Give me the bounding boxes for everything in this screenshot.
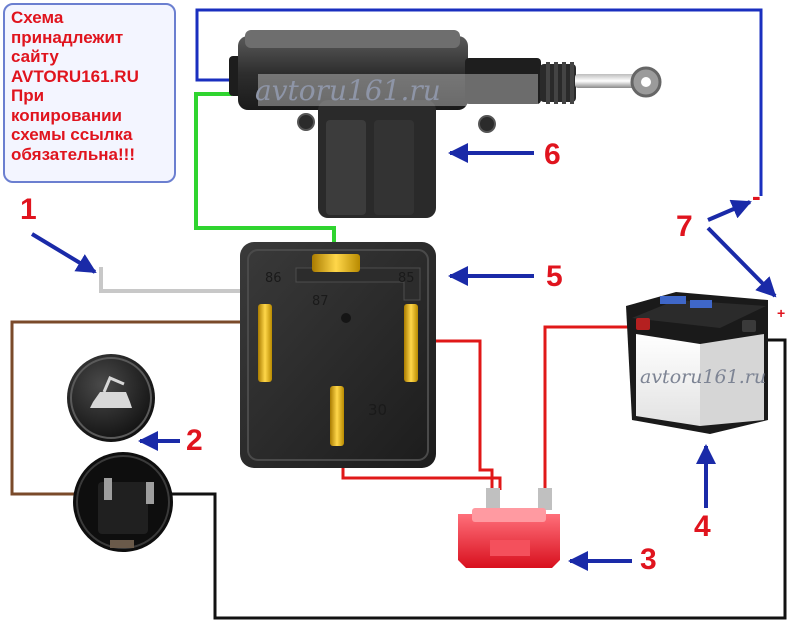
notice-line: копировании [11, 105, 123, 125]
wire-brown [10, 320, 262, 496]
relay-pin-86-label: 86 [265, 271, 282, 286]
notice-line: принадлежит [11, 27, 124, 47]
fuse [458, 488, 560, 568]
wire-black [165, 338, 787, 620]
actuator-watermark: avtoru161.ru [255, 74, 441, 107]
wire-gray [99, 267, 262, 320]
battery [626, 292, 768, 434]
callout-number-4: 4 [694, 510, 711, 543]
relay-pin-85-label: 85 [398, 271, 415, 286]
battery-minus-mark: - [752, 181, 761, 211]
door-lock-actuator [229, 30, 662, 218]
callout-arrow-7a [707, 199, 752, 222]
callout-arrow-7b [706, 226, 777, 298]
callout-number-5: 5 [546, 260, 563, 293]
trunk-open-icon [90, 376, 132, 408]
wire-red-battery [543, 325, 640, 490]
callout-number-7: 7 [676, 210, 693, 243]
wire-green [194, 92, 336, 262]
notice-line: Схема [11, 8, 64, 27]
notice-line: сайту [11, 47, 59, 66]
callout-arrow-1 [30, 232, 97, 274]
callout-number-1: 1 [20, 193, 37, 226]
relay [240, 242, 436, 468]
relay-pin-30-label: 30 [368, 401, 388, 419]
notice-line: При [11, 86, 45, 105]
battery-plus-mark: + [777, 305, 785, 321]
battery-watermark: avtoru161.ru [640, 366, 767, 388]
copyright-notice: Схема принадлежит сайту AVTORU161.RU При… [3, 3, 176, 183]
notice-line: схемы ссылка [11, 125, 133, 144]
wire-blue [195, 8, 763, 196]
notice-line: AVTORU161.RU [11, 66, 139, 86]
callout-number-3: 3 [640, 543, 657, 576]
notice-line: обязательна!!! [11, 144, 135, 164]
callout-number-2: 2 [186, 424, 203, 457]
relay-pin-87-label: 87 [312, 294, 329, 309]
button-switch [73, 452, 173, 552]
callout-number-6: 6 [544, 138, 561, 171]
